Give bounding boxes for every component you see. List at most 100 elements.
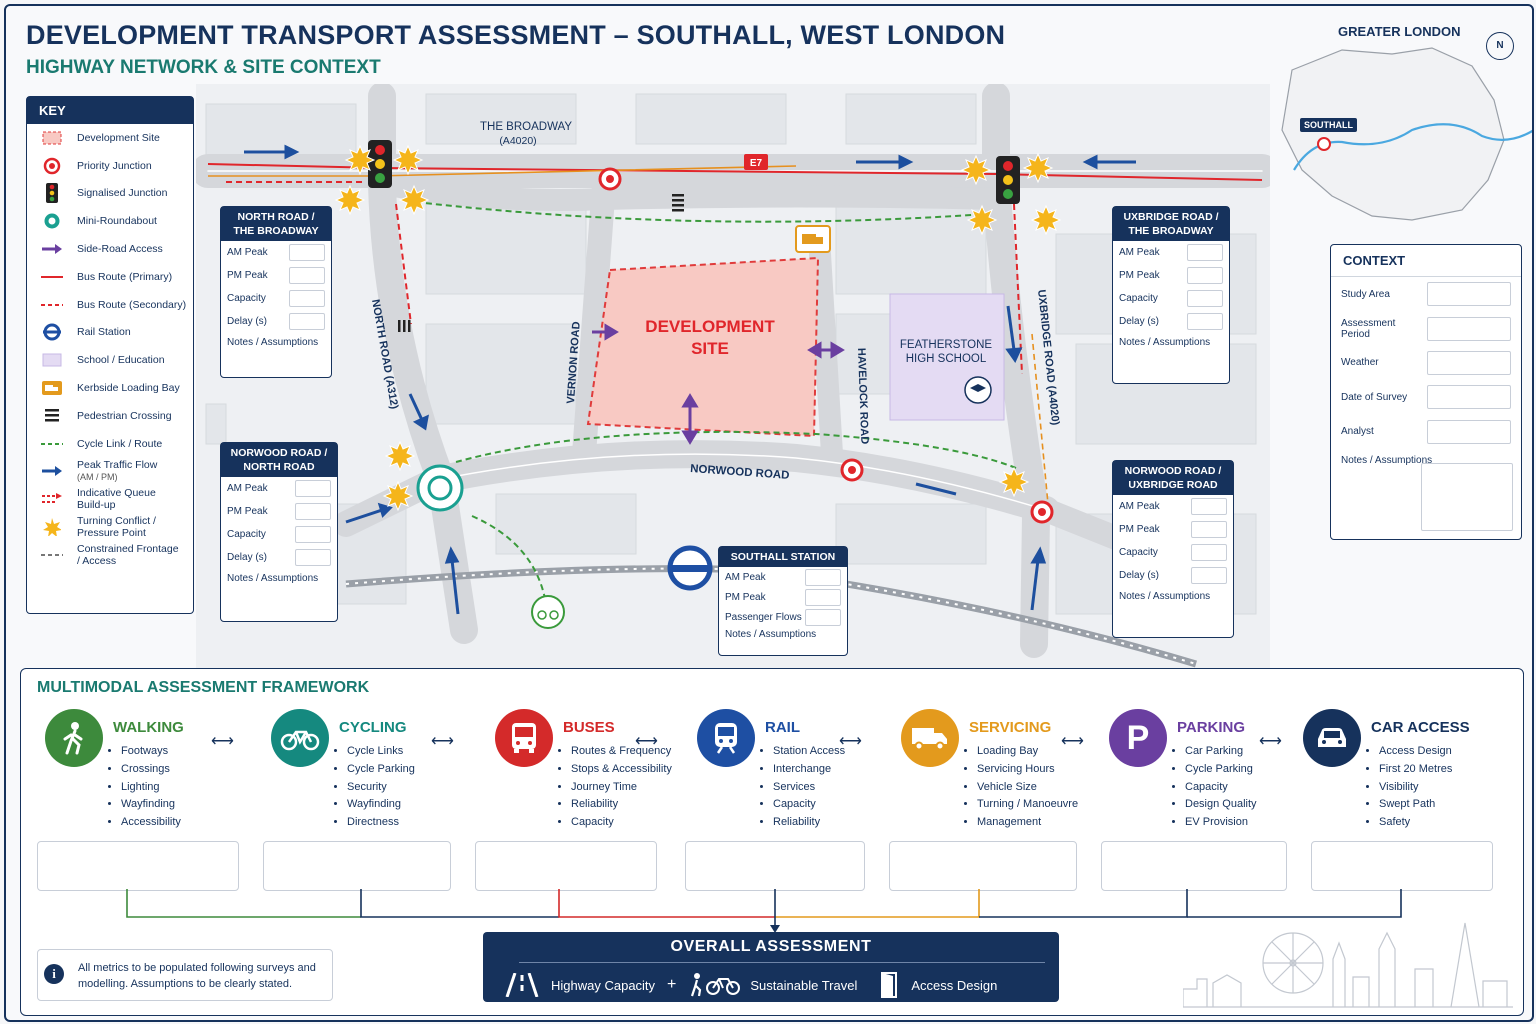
delay-field[interactable] [1187, 313, 1223, 330]
pm-peak-field[interactable] [1187, 267, 1223, 284]
truck-icon [901, 709, 959, 767]
north-arrow-icon: N [1486, 32, 1514, 60]
multimodal-framework: MULTIMODAL ASSESSMENT FRAMEWORK WALKING … [20, 668, 1524, 1016]
am-peak-field[interactable] [295, 480, 331, 497]
panel-norwood-road-uxbridge-road: NORWOOD ROAD /UXBRIDGE ROAD AM Peak PM P… [1112, 460, 1234, 638]
signalised-junction-uxbridge-road [996, 156, 1020, 204]
key-item-school: School / Education [27, 346, 193, 374]
development-site-label-2: SITE [691, 339, 729, 358]
context-title: CONTEXT [1331, 245, 1521, 277]
key-item-rail-station: Rail Station [27, 319, 193, 347]
pm-peak-field[interactable] [289, 267, 325, 284]
delay-field[interactable] [295, 549, 331, 566]
cycle-link-south [455, 430, 1017, 469]
cycle-link-north [415, 201, 987, 223]
study-area-field[interactable] [1427, 282, 1511, 307]
am-peak-field[interactable] [1191, 498, 1227, 515]
bicycle-icon [271, 709, 329, 767]
pm-peak-field[interactable] [295, 503, 331, 520]
am-peak-field[interactable] [1187, 244, 1223, 261]
southall-marker-label: SOUTHALL [1300, 118, 1357, 132]
link-arrow-icon: ⟷ [211, 733, 234, 750]
panel-norwood-road-north-road: NORWOOD ROAD /NORTH ROAD AM Peak PM Peak… [220, 442, 338, 622]
school-label-2: HIGH SCHOOL [906, 353, 987, 365]
delay-field[interactable] [289, 313, 325, 330]
panel-north-road-broadway: NORTH ROAD /THE BROADWAY AM Peak PM Peak… [220, 206, 332, 378]
context-panel: CONTEXT Study Area Assessment Period Wea… [1330, 244, 1522, 540]
car-icon [1303, 709, 1361, 767]
overall-assessment: OVERALL ASSESSMENT Highway Capacity + Su… [483, 932, 1059, 1002]
side-road-access-arrows [592, 323, 845, 445]
london-outline [1281, 47, 1532, 221]
bus-route-e7-badge [744, 154, 768, 170]
buses-assessment-field[interactable] [475, 841, 657, 891]
info-icon: i [44, 964, 64, 984]
pm-peak-field[interactable] [805, 588, 841, 606]
rail-assessment-field[interactable] [685, 841, 865, 891]
mini-roundabout-icon [416, 464, 464, 512]
link-arrow-icon: ⟷ [1259, 733, 1282, 750]
signalised-junction-north-road [368, 140, 392, 188]
parking-assessment-field[interactable] [1101, 841, 1287, 891]
passenger-flows-field[interactable] [805, 608, 841, 626]
development-site-area [586, 256, 820, 438]
bicycle-icon [531, 595, 565, 629]
capacity-field[interactable] [1191, 544, 1227, 561]
bicycle-icon [706, 978, 741, 995]
panel-uxbridge-road-broadway: UXBRIDGE ROAD /THE BROADWAY AM Peak PM P… [1112, 206, 1230, 384]
havelock-road-label: HAVELOCK ROAD [855, 348, 870, 445]
key-item-signalised-junction: Signalised Junction [27, 180, 193, 208]
turning-conflict-points [334, 144, 1062, 512]
e7-label: E7 [750, 158, 763, 169]
priority-junctions [598, 167, 1054, 524]
train-icon [697, 709, 755, 767]
key-item-pedestrian-crossing: Pedestrian Crossing [27, 402, 193, 430]
school-label-1: FEATHERSTONE [900, 339, 993, 351]
am-peak-field[interactable] [289, 244, 325, 261]
key-item-development-site: Development Site [27, 124, 193, 152]
development-site-label-1: DEVELOPMENT [645, 317, 775, 336]
date-of-survey-field[interactable] [1427, 385, 1511, 410]
link-arrow-icon: ⟷ [839, 733, 862, 750]
access-design-label: Access Design [911, 977, 998, 993]
road-icon [505, 973, 539, 997]
panel-southall-station: SOUTHALL STATION AM Peak PM Peak Passeng… [718, 546, 848, 656]
greater-london-minimap: GREATER LONDON N SOUTHALL [1272, 20, 1532, 240]
delay-field[interactable] [1191, 567, 1227, 584]
key-item-cycle-link: Cycle Link / Route [41, 437, 163, 450]
weather-field[interactable] [1427, 350, 1511, 375]
poster-frame: DEVELOPMENT TRANSPORT ASSESSMENT – SOUTH… [4, 4, 1534, 1022]
key-item-turning-conflict: Turning Conflict /Pressure Point [27, 513, 193, 541]
link-arrow-icon: ⟷ [635, 733, 658, 750]
car-access-assessment-field[interactable] [1311, 841, 1493, 891]
london-skyline-illustration [1183, 922, 1513, 1008]
vernon-road-label: VERNON ROAD [565, 321, 583, 404]
page-subtitle: HIGHWAY NETWORK & SITE CONTEXT [26, 57, 381, 78]
broadway-code-label: (A4020) [499, 135, 536, 147]
link-arrow-icon: ⟷ [431, 733, 454, 750]
key-item-priority-junction: Priority Junction [27, 152, 193, 180]
cycling-assessment-field[interactable] [263, 841, 451, 891]
key-item-loading-bay: Kerbside Loading Bay [27, 374, 193, 402]
capacity-field[interactable] [289, 290, 325, 307]
key-legend: KEY Development Site Priority Junction S… [26, 96, 194, 614]
framework-title: MULTIMODAL ASSESSMENT FRAMEWORK [37, 679, 370, 696]
key-item-side-road-access: Side-Road Access [27, 235, 193, 263]
info-note: i All metrics to be populated following … [37, 949, 333, 1001]
capacity-field[interactable] [1187, 290, 1223, 307]
analyst-field[interactable] [1427, 419, 1511, 444]
walking-assessment-field[interactable] [37, 841, 239, 891]
pm-peak-field[interactable] [1191, 521, 1227, 538]
plus-sign: + [667, 976, 677, 993]
key-title: KEY [27, 97, 193, 124]
broadway-label: THE BROADWAY [480, 121, 572, 133]
am-peak-field[interactable] [805, 568, 841, 586]
pedestrian-icon [691, 973, 702, 997]
capacity-field[interactable] [295, 526, 331, 543]
assessment-period-field[interactable] [1427, 316, 1511, 341]
context-notes-field[interactable] [1421, 463, 1513, 531]
servicing-assessment-field[interactable] [889, 841, 1077, 891]
minimap-title: GREATER LONDON [1338, 24, 1461, 39]
key-item-bus-route-primary: Bus Route (Primary) [41, 270, 173, 283]
